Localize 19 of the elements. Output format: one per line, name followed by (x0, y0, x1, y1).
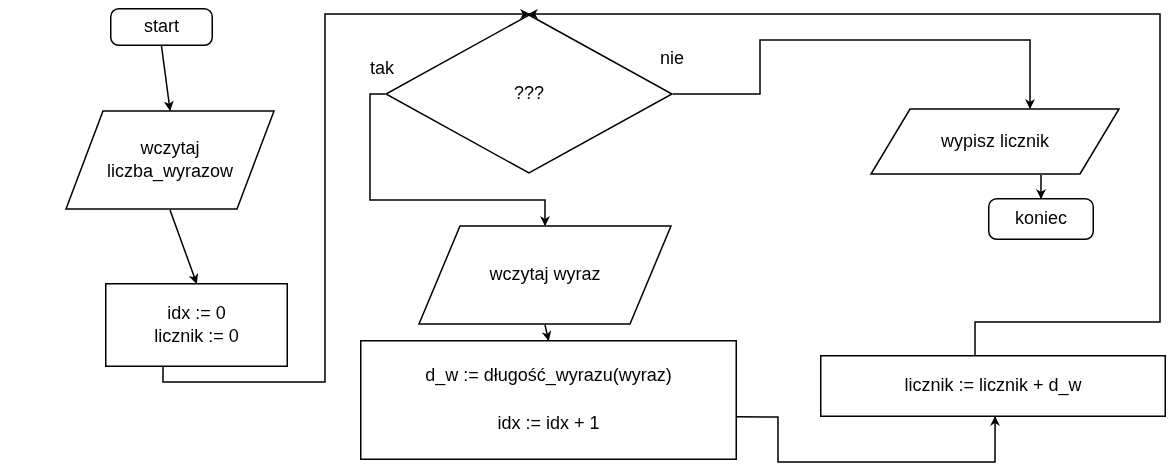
arrow (541, 324, 552, 341)
arrow (1036, 174, 1046, 199)
arrow (160, 45, 174, 111)
node-text: wczytaj liczba_wyrazow (105, 136, 234, 184)
arrow (736, 416, 1001, 463)
node-text: koniec (1015, 207, 1067, 231)
node-text: licznik := licznik + d_w (904, 374, 1082, 398)
node-text: wczytaj wyraz (489, 263, 601, 287)
arrow (672, 39, 1035, 109)
node-text: wypisz licznik (941, 129, 1049, 153)
arrow (169, 209, 199, 284)
node-text: ??? (513, 82, 544, 106)
arrow (369, 93, 550, 226)
node-text: idx := idx + 1 (497, 412, 600, 436)
node-text: start (144, 15, 179, 39)
arrow (162, 9, 530, 383)
node-text: d_w := długość_wyrazu(wyraz) (425, 364, 672, 388)
arrow (528, 9, 1161, 356)
node-text: idx := 0 licznik := 0 (153, 301, 240, 348)
